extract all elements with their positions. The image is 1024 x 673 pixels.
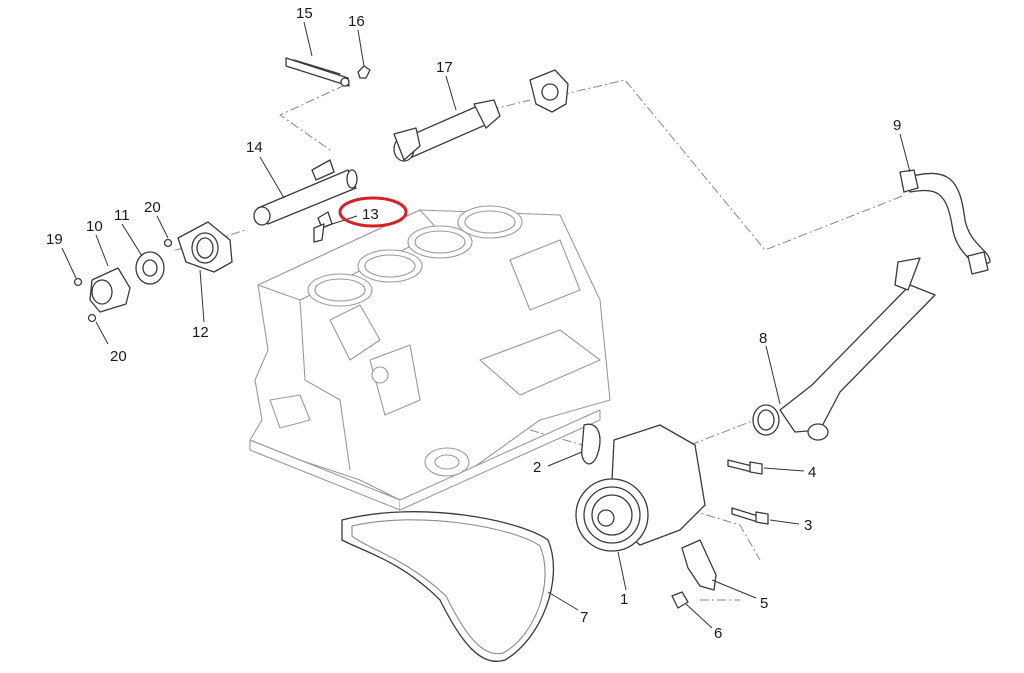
leader-lines <box>61 21 911 629</box>
part-13-sensor <box>313 211 333 243</box>
callout-8: 8 <box>759 330 767 347</box>
bolts-19-20 <box>73 238 173 323</box>
callout-4: 4 <box>808 464 816 481</box>
callout-16: 16 <box>348 13 365 30</box>
callout-15: 15 <box>296 5 313 22</box>
callout-20-top: 20 <box>144 199 161 216</box>
callout-17: 17 <box>436 59 453 76</box>
part-14-pipe <box>253 159 358 226</box>
callout-20-bottom: 20 <box>110 348 127 365</box>
part-8-pipe <box>752 257 936 441</box>
part-10-cover <box>89 267 131 313</box>
part-15-bracket <box>285 57 350 87</box>
part-17-hose <box>393 99 501 162</box>
part-2-gasket <box>581 423 601 465</box>
callout-11: 11 <box>114 207 130 224</box>
callout-10: 10 <box>86 218 103 235</box>
callout-12: 12 <box>192 324 209 341</box>
part-12-housing <box>177 221 233 273</box>
highlight-ring <box>338 196 408 228</box>
part-9-hose <box>899 169 991 275</box>
callout-7: 7 <box>580 609 588 626</box>
part-11-thermostat <box>135 251 165 285</box>
engine-block <box>249 205 611 511</box>
part-16-bolt <box>357 65 371 79</box>
callout-2: 2 <box>533 459 541 476</box>
callout-1: 1 <box>620 591 628 608</box>
bolts-3-4 <box>727 459 769 525</box>
callout-19: 19 <box>46 231 63 248</box>
callout-14: 14 <box>246 139 263 156</box>
callouts: 15 16 17 14 13 20 11 10 19 12 20 9 8 2 4… <box>46 5 901 642</box>
outlet-flange <box>529 69 569 113</box>
part-5-bracket <box>671 539 717 609</box>
callout-3: 3 <box>804 517 812 534</box>
callout-5: 5 <box>760 595 768 612</box>
part-7-belt <box>341 511 555 662</box>
callout-6: 6 <box>714 625 722 642</box>
callout-9: 9 <box>893 117 901 134</box>
part-1-water-pump <box>575 424 706 552</box>
callout-13: 13 <box>362 206 379 223</box>
